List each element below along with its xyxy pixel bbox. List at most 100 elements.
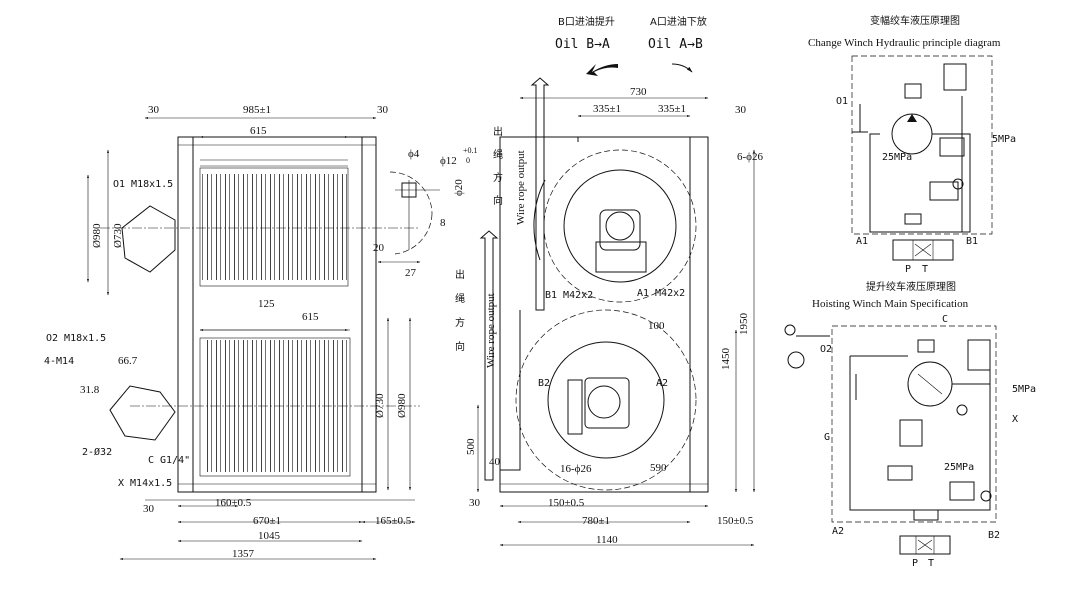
dim-30-left: 30	[148, 104, 160, 116]
change-winch-schematic: 变幅绞车液压原理图 Change Winch Hydraulic princip…	[808, 14, 1016, 275]
hoisting-winch-g: G	[824, 432, 830, 443]
a2-label: A2	[656, 378, 668, 389]
hoisting-winch-25mpa: 25MPa	[944, 462, 974, 473]
dia-980-bottom: Ø980	[396, 393, 408, 418]
dim-1950: 1950	[738, 313, 750, 336]
hoisting-winch-b2: B2	[988, 530, 1000, 541]
wire-output-cn-bottom-4: 向	[455, 340, 465, 353]
change-winch-t: T	[922, 264, 928, 275]
lower-motor	[109, 385, 176, 441]
wire-output-cn-bottom-3: 方	[455, 316, 465, 329]
dia-4: ϕ4	[408, 148, 420, 160]
dia-32-label: 2-Ø32	[82, 446, 112, 458]
dim-20: 20	[373, 242, 385, 254]
x-port-label: X M14x1.5	[118, 478, 172, 489]
b1-port-label: B1 M42x2	[545, 290, 593, 301]
dia-980-top: Ø980	[91, 223, 103, 248]
change-winch-valve-icon	[892, 239, 954, 261]
hoisting-winch-5mpa: 5MPa	[1012, 384, 1036, 395]
b-port-lift-en: Oil B→A	[555, 37, 610, 52]
dim-615-top: 615	[250, 125, 267, 137]
upper-motor	[121, 205, 176, 273]
dim-165: 165±0.5	[375, 515, 412, 527]
dim-150-left: 150±0.5	[548, 497, 585, 509]
flow-direction-header: B口进油提升 Oil B→A A口进油下放 Oil A→B	[555, 15, 707, 76]
dia-12: ϕ12	[440, 155, 457, 167]
dim-30-front: 30	[735, 104, 747, 116]
dim-100: 100	[648, 320, 665, 332]
change-winch-title-en: Change Winch Hydraulic principle diagram	[808, 37, 1001, 49]
wire-output-cn-bottom-2: 绳	[455, 292, 465, 305]
dim-500: 500	[465, 438, 477, 455]
hoisting-winch-a2: A2	[832, 526, 844, 537]
hoisting-winch-x: X	[1012, 414, 1018, 425]
change-winch-o1: O1	[836, 96, 848, 107]
c-port-label: C G1/4"	[148, 455, 190, 466]
change-winch-b1: B1	[966, 236, 978, 247]
dim-335-right: 335±1	[658, 103, 686, 115]
tol-12-top: +0.1	[463, 146, 478, 155]
wire-output-cn-top-4: 向	[493, 194, 503, 207]
hoisting-winch-c: C	[942, 314, 948, 325]
dim-125: 125	[258, 298, 275, 310]
holes-16-dia-26: 16-ϕ26	[560, 463, 592, 475]
dim-31-8: 31.8	[80, 384, 100, 396]
hoisting-winch-t: T	[928, 558, 934, 569]
a1-port-label: A1 M42x2	[637, 288, 685, 299]
m14-label: 4-M14	[44, 356, 74, 367]
change-winch-a1: A1	[856, 236, 868, 247]
o2-port-label: O2 M18x1.5	[46, 333, 106, 344]
lift-rotation-arrow-icon	[586, 64, 618, 76]
hoisting-winch-o2: O2	[820, 344, 832, 355]
side-view: 30 985±1 30 615 Ø980 Ø730 O1 M18x1.5 125…	[44, 104, 420, 561]
o1-port-label: O1 M18x1.5	[113, 179, 173, 190]
dim-615-bottom: 615	[302, 311, 319, 323]
change-winch-p: P	[905, 264, 911, 275]
dim-66-7: 66.7	[118, 355, 138, 367]
dim-590: 590	[650, 462, 667, 474]
wire-output-cn-top-2: 绳	[493, 148, 503, 161]
a-port-lower-en: Oil A→B	[648, 37, 703, 52]
hoisting-winch-title-en: Hoisting Winch Main Specification	[812, 298, 969, 310]
change-winch-25mpa: 25MPa	[882, 152, 912, 163]
dim-160: 160±0.5	[215, 497, 252, 509]
hoisting-winch-schematic: 提升绞车液压原理图 Hoisting Winch Main Specificat…	[784, 280, 1036, 569]
wire-output-cn-top-3: 方	[493, 171, 503, 184]
hoisting-winch-valve-icon	[899, 535, 951, 555]
dia-20: ϕ20	[453, 179, 465, 196]
wire-output-cn-top-1: 出	[493, 125, 503, 138]
a-port-lower-cn: A口进油下放	[650, 15, 707, 28]
dim-40: 40	[489, 456, 501, 468]
dia-730-bottom: Ø730	[374, 393, 386, 418]
change-winch-5mpa: 5MPa	[992, 134, 1016, 145]
wire-output-en-top: Wire rope output	[515, 150, 527, 225]
dim-1357: 1357	[232, 548, 255, 560]
dim-730-front: 730	[630, 86, 647, 98]
hoisting-winch-p: P	[912, 558, 918, 569]
dim-8: 8	[440, 217, 446, 229]
dim-780: 780±1	[582, 515, 610, 527]
dim-27: 27	[405, 267, 417, 279]
dim-1450: 1450	[720, 348, 732, 371]
b-port-lift-cn: B口进油提升	[558, 15, 615, 28]
dia-730-top: Ø730	[112, 223, 124, 248]
dim-1140: 1140	[596, 534, 618, 546]
dim-1045: 1045	[258, 530, 281, 542]
dim-670: 670±1	[253, 515, 281, 527]
b2-label: B2	[538, 378, 550, 389]
hole-detail: ϕ4 ϕ12 +0.1 0 ϕ20 8 20 27	[373, 146, 478, 279]
dim-335-left: 335±1	[593, 103, 621, 115]
dim-30-right: 30	[377, 104, 389, 116]
lower-rotation-arrow-icon	[671, 63, 693, 73]
wire-output-en-bottom: Wire rope output	[485, 293, 497, 368]
wire-rope-arrow-bottom-icon	[479, 230, 499, 481]
dim-30-front-bottom: 30	[469, 497, 481, 509]
wire-rope-arrow-top-icon	[530, 77, 550, 311]
holes-6-dia-26: 6-ϕ26	[737, 151, 763, 163]
dim-30-bottom: 30	[143, 503, 155, 515]
tol-12-bottom: 0	[466, 156, 470, 165]
front-view: 730 335±1 335±1 30 6-ϕ26 出 绳 方 向 Wire ro…	[455, 77, 763, 547]
change-winch-title-cn: 变幅绞车液压原理图	[870, 14, 960, 27]
dim-985: 985±1	[243, 104, 271, 116]
